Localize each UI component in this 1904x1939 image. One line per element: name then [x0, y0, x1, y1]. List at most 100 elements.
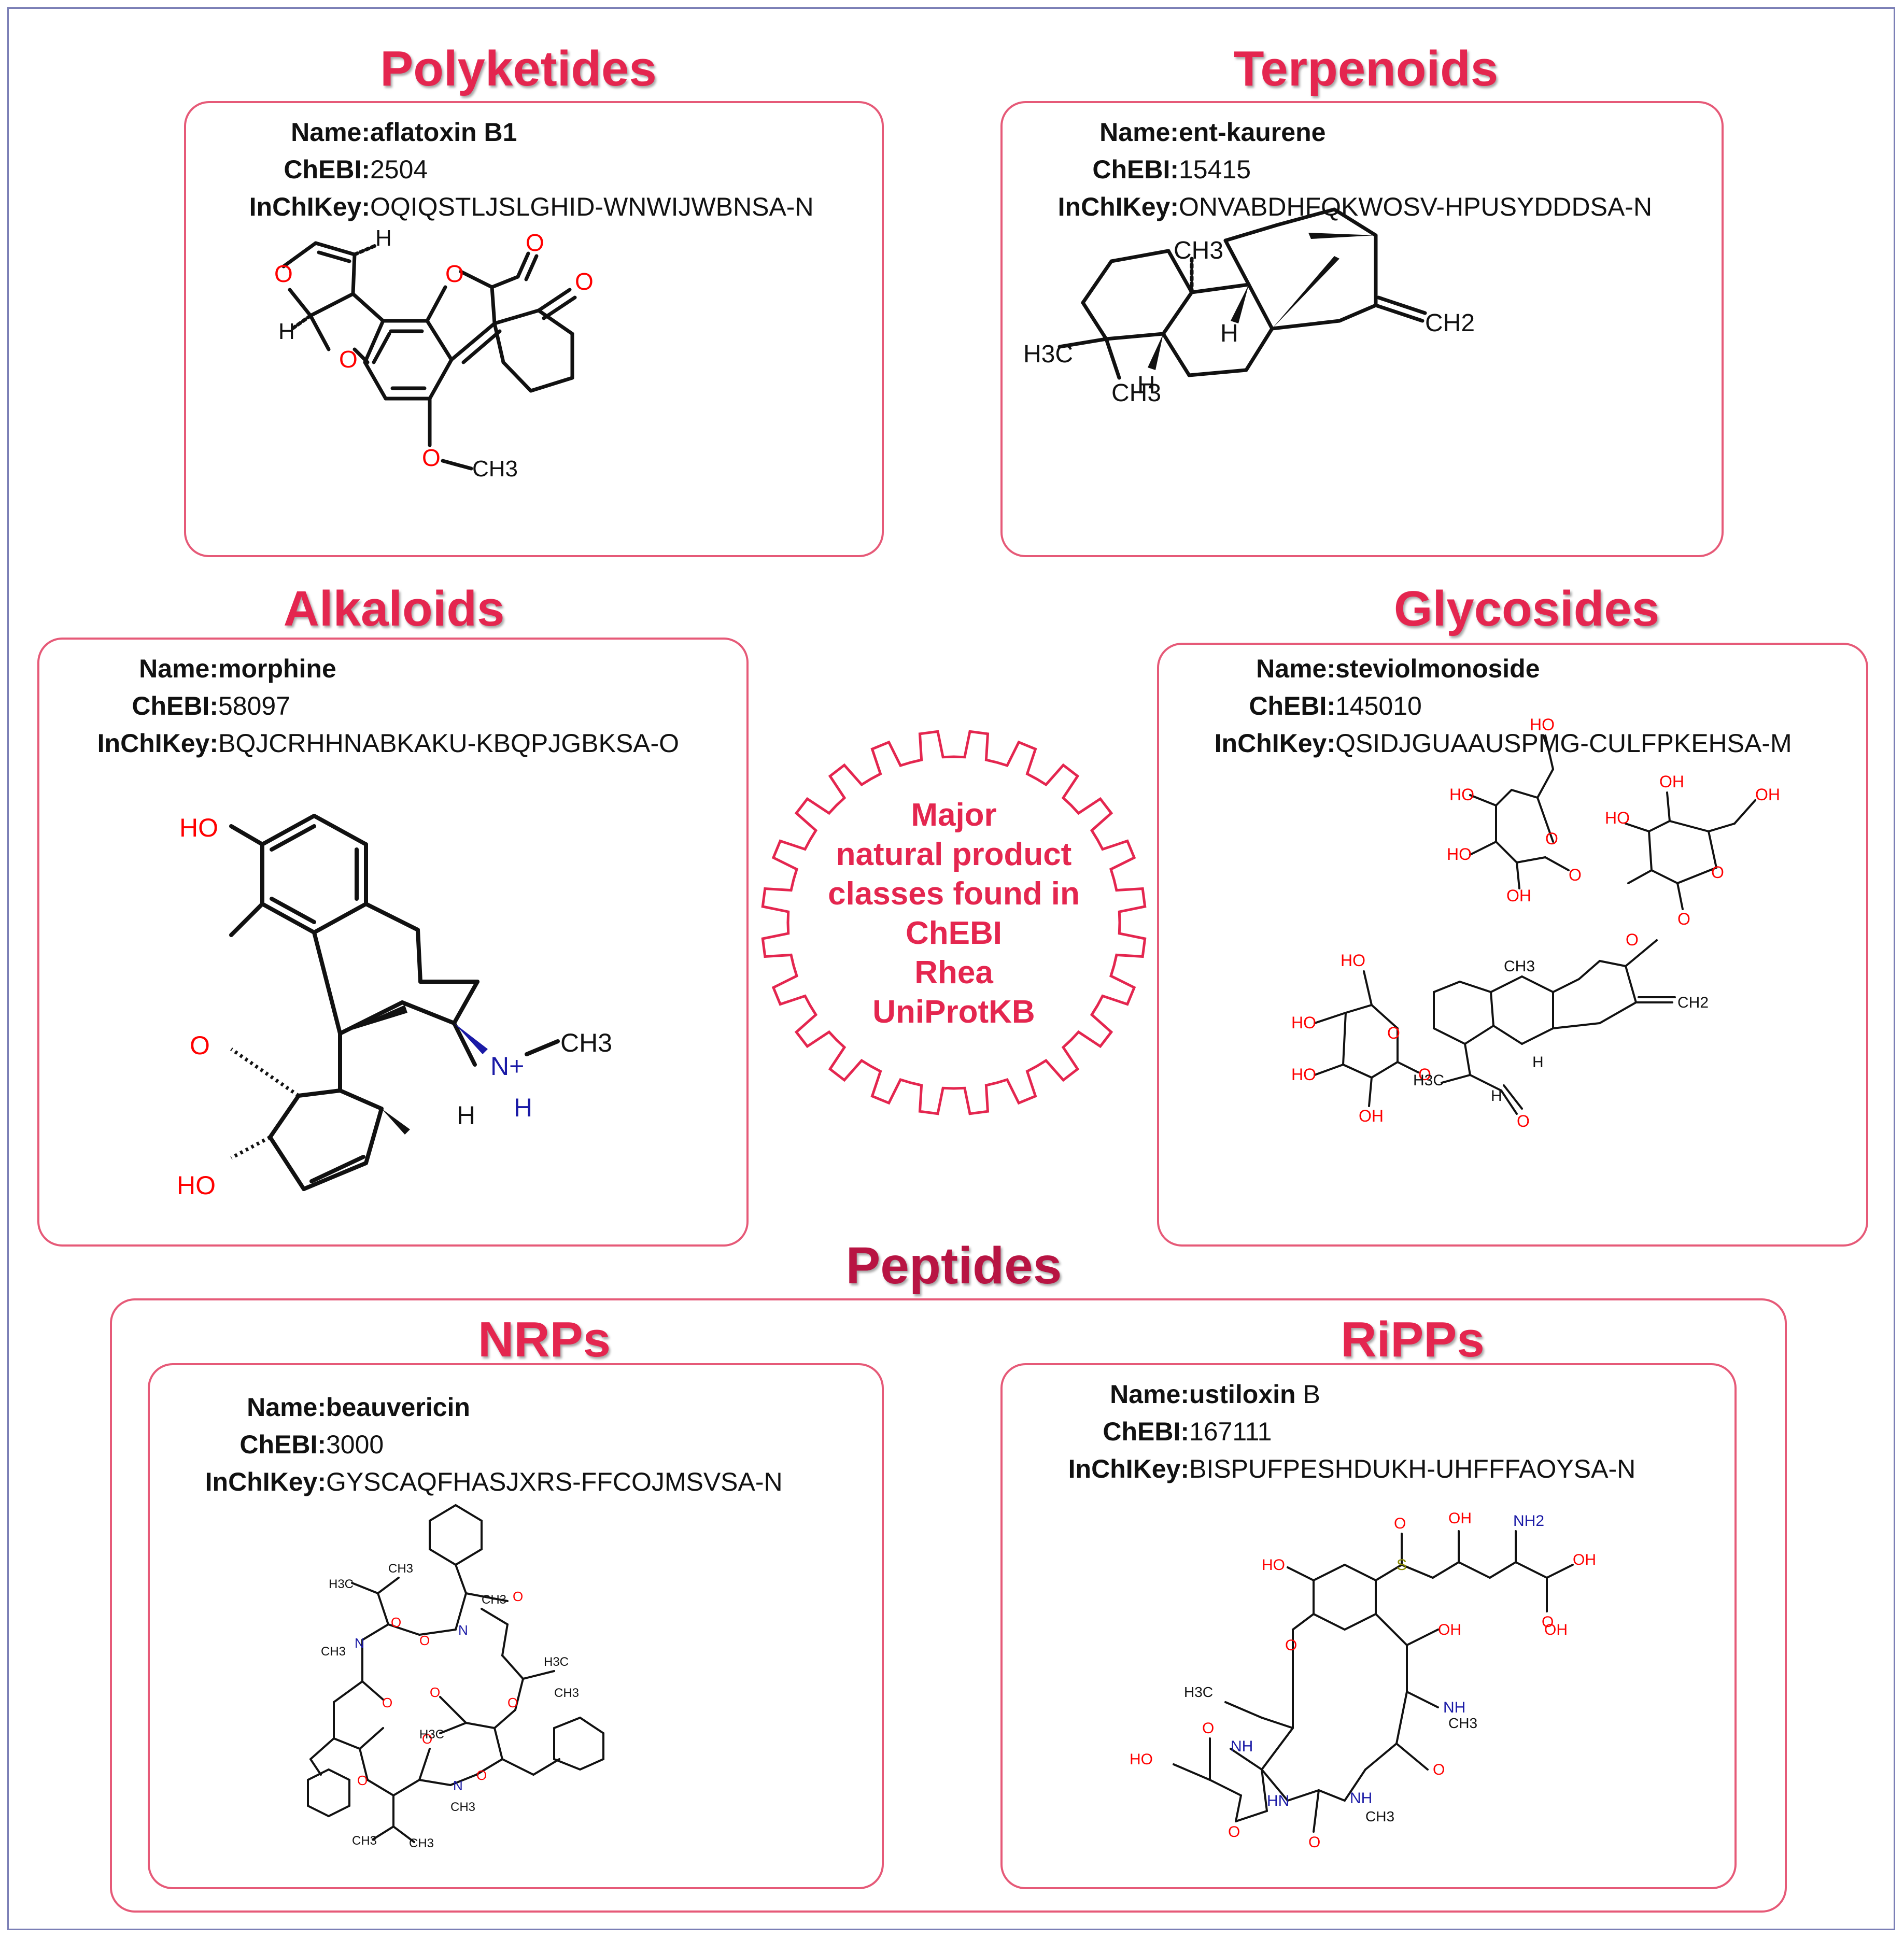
polyketides-heading: Polyketides [380, 41, 657, 96]
inchikey-value: BQJCRHHNABKAKU-KBQPJGBKSA-O [218, 729, 680, 758]
terpenoids-info: Name:ent-kaurene ChEBI:15415 InChIKey:ON… [1023, 114, 1652, 225]
compound-name: ent-kaurene [1179, 118, 1326, 147]
atom-label: HO [1530, 715, 1555, 734]
atom-label: O [422, 1731, 432, 1747]
chebi-id: 15415 [1179, 155, 1251, 184]
atom-label: N [355, 1635, 364, 1651]
inchikey-row: InChIKey:GYSCAQFHASJXRS-FFCOJMSVSA-N [171, 1463, 783, 1501]
chebi-label: ChEBI: [1103, 1417, 1189, 1446]
atom-label: N [458, 1622, 468, 1638]
name-row: Name:steviolmonoside [1180, 650, 1792, 687]
glycosides-card: Name:steviolmonoside ChEBI:145010 InChIK… [1157, 643, 1868, 1247]
atom-label: CH2 [1425, 309, 1475, 337]
name-label: Name: [1256, 654, 1335, 683]
atom-label: CH3 [409, 1836, 434, 1850]
atom-label: HO [1341, 951, 1365, 970]
name-label: Name: [291, 118, 370, 147]
atom-label: N+ [490, 1052, 524, 1081]
inchikey-label: InChIKey: [1057, 192, 1179, 221]
atom-label: O [391, 1615, 401, 1630]
atom-label: NH [1350, 1790, 1372, 1807]
chebi-id: 3000 [326, 1430, 384, 1459]
atom-label: H [1220, 320, 1238, 347]
chebi-row: ChEBI:167111 [1034, 1413, 1635, 1450]
name-row: Name:aflatoxin B1 [215, 114, 814, 151]
atom-label: O [422, 444, 441, 471]
atom-label: H [1491, 1087, 1502, 1105]
atom-label: H [514, 1093, 532, 1122]
atom-label: O [190, 1031, 210, 1060]
name-label: Name: [139, 654, 218, 683]
chebi-row: ChEBI:58097 [63, 687, 679, 725]
atom-label: O [507, 1695, 518, 1710]
atom-label: NH [1443, 1699, 1465, 1716]
chebi-id: 145010 [1335, 691, 1422, 720]
atom-label: H [1532, 1054, 1544, 1071]
name-row: Name:ustiloxin B [1034, 1376, 1635, 1413]
atom-label: H3C [1184, 1684, 1213, 1700]
atom-label: O [526, 229, 544, 256]
ripps-info: Name:ustiloxin B ChEBI:167111 InChIKey:B… [1034, 1376, 1636, 1488]
atom-label: O [1626, 930, 1639, 949]
atom-label: O [1545, 829, 1558, 848]
chebi-label: ChEBI: [239, 1430, 326, 1459]
center-line: classes found in [828, 876, 1080, 912]
atom-label: CH3 [1504, 958, 1535, 975]
atom-label: H3C [1413, 1072, 1444, 1089]
nrps-info: Name:beauvericin ChEBI:3000 InChIKey:GYS… [171, 1389, 783, 1501]
ripps-heading: RiPPs [1341, 1312, 1485, 1367]
atom-label: OH [1755, 785, 1780, 804]
compound-name: aflatoxin B1 [370, 118, 517, 147]
atom-label: S [1397, 1556, 1407, 1574]
atom-label: CH3 [388, 1562, 413, 1576]
atom-label: CH3 [472, 456, 518, 482]
chebi-label: ChEBI: [1249, 691, 1335, 720]
atom-label: HO [1291, 1065, 1316, 1084]
atom-label: OH [1573, 1551, 1596, 1568]
atom-label: O [357, 1773, 368, 1788]
atom-label: H3C [1023, 341, 1073, 368]
inchikey-value: ONVABDHFQKWOSV-HPUSYDDDSA-N [1179, 192, 1653, 221]
atom-label: CH3 [482, 1593, 506, 1607]
compound-name-suffix: B [1303, 1380, 1320, 1409]
atom-label: OH [1544, 1621, 1568, 1638]
atom-label: CH3 [1174, 237, 1223, 264]
inchikey-label: InChIKey: [1214, 729, 1335, 758]
inchikey-value: OQIQSTLJSLGHID-WNWIJWBNSA-N [370, 192, 814, 221]
atom-label: O [1418, 1065, 1431, 1084]
chebi-row: ChEBI:3000 [171, 1426, 783, 1463]
ustiloxin-structure: O OH HO OH O OH O HO O O O O OH NH2 NH N… [1130, 1510, 1596, 1851]
atom-label: O [476, 1767, 487, 1783]
atom-label: OH [1659, 772, 1684, 791]
name-label: Name: [247, 1393, 326, 1422]
inchikey-row: InChIKey:ONVABDHFQKWOSV-HPUSYDDDSA-N [1023, 188, 1652, 225]
atom-label: O [419, 1633, 430, 1648]
gear-icon [761, 730, 1147, 1115]
nrps-heading: NRPs [477, 1312, 611, 1367]
nrps-card: Name:beauvericin ChEBI:3000 InChIKey:GYS… [148, 1363, 884, 1889]
atom-label: H3C [544, 1655, 569, 1669]
atom-label: H3C [329, 1577, 354, 1591]
atom-label: O [1677, 910, 1690, 928]
chebi-row: ChEBI:145010 [1180, 687, 1792, 725]
atom-label: CH3 [560, 1028, 612, 1057]
atom-label: OH [1506, 886, 1531, 905]
chebi-id: 167111 [1189, 1417, 1272, 1446]
atom-label: O [445, 260, 464, 287]
atom-label: O [1542, 1614, 1554, 1631]
compound-name: beauvericin [326, 1393, 470, 1422]
inchikey-row: InChIKey:BISPUFPESHDUKH-UHFFFAOYSA-N [1034, 1450, 1636, 1488]
alkaloids-card: Name:morphine ChEBI:58097 InChIKey:BQJCR… [37, 638, 749, 1247]
ent-kaurene-structure: CH3 H3C CH3 H H CH2 [1023, 207, 1475, 407]
steviolmonoside-structure: HO HO O HO OH HO OH OH O O O HO HO O HO … [1291, 715, 1780, 1130]
atom-label: H [1137, 372, 1155, 399]
atom-label: OH [1448, 1510, 1472, 1527]
atom-label: O [1569, 866, 1582, 884]
chebi-label: ChEBI: [284, 155, 370, 184]
atom-label: OH [1359, 1107, 1384, 1125]
atom-label: HO [1449, 785, 1474, 804]
inchikey-row: InChIKey:OQIQSTLJSLGHID-WNWIJWBNSA-N [215, 188, 814, 225]
atom-label: O [1228, 1823, 1240, 1841]
chebi-label: ChEBI: [1092, 155, 1179, 184]
atom-label: O [1433, 1761, 1445, 1778]
